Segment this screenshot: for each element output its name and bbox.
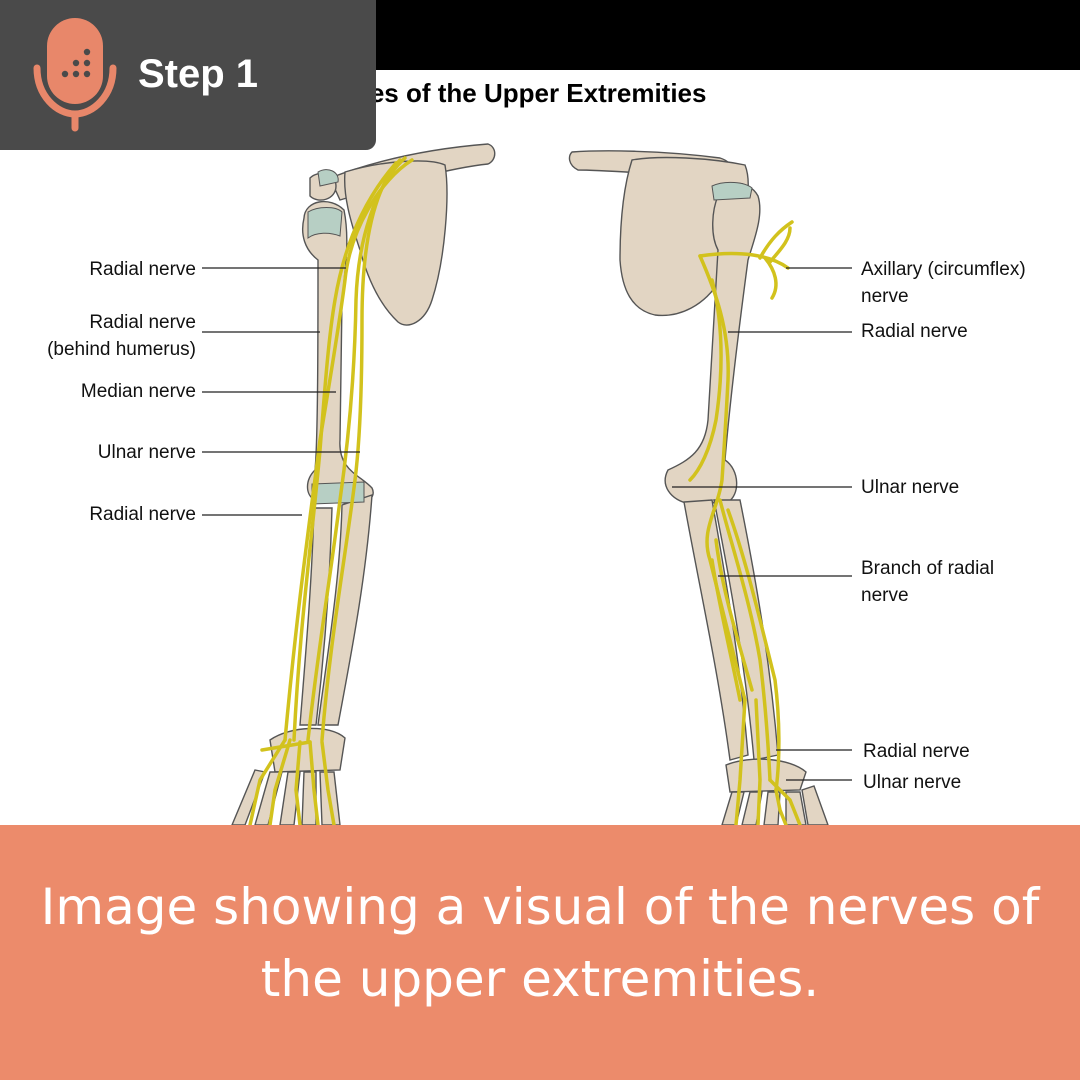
right-arm-bones xyxy=(568,150,829,825)
label-axillary-nerve-2: nerve xyxy=(861,286,909,307)
label-branch-radial: Branch of radial xyxy=(861,558,994,579)
label-radial-nerve-left-2: Radial nerve xyxy=(89,312,196,333)
label-median-nerve: Median nerve xyxy=(81,381,196,402)
microphone-icon xyxy=(33,18,117,132)
left-arm-cartilage xyxy=(307,169,365,505)
label-radial-nerve-left-1: Radial nerve xyxy=(89,259,196,280)
label-radial-nerve-right-2: Radial nerve xyxy=(863,741,970,762)
nerve-diagram: Nerves of the Upper Extremities xyxy=(47,78,1026,825)
diagram-title: Nerves of the Upper Extremities xyxy=(312,78,706,108)
right-leader-lines xyxy=(672,267,852,781)
left-arm-nerves xyxy=(248,156,414,825)
right-arm-nerves xyxy=(688,220,802,825)
label-radial-nerve-left-3: Radial nerve xyxy=(89,504,196,525)
step-label: Step 1 xyxy=(138,52,259,96)
caption-banner: Image showing a visual of the nerves of … xyxy=(0,825,1080,1080)
label-behind-humerus: (behind humerus) xyxy=(47,339,196,360)
label-radial-nerve-right-1: Radial nerve xyxy=(861,321,968,342)
right-arm-cartilage xyxy=(711,181,753,201)
left-leader-lines xyxy=(202,267,360,516)
label-ulnar-nerve-right-1: Ulnar nerve xyxy=(861,477,959,498)
caption-text: Image showing a visual of the nerves of … xyxy=(40,878,1040,1008)
step-badge: Step 1 xyxy=(0,0,376,150)
label-ulnar-nerve-left: Ulnar nerve xyxy=(98,442,196,463)
label-axillary-nerve: Axillary (circumflex) xyxy=(861,259,1026,280)
label-ulnar-nerve-right-2: Ulnar nerve xyxy=(863,772,961,793)
label-branch-radial-2: nerve xyxy=(861,585,909,606)
